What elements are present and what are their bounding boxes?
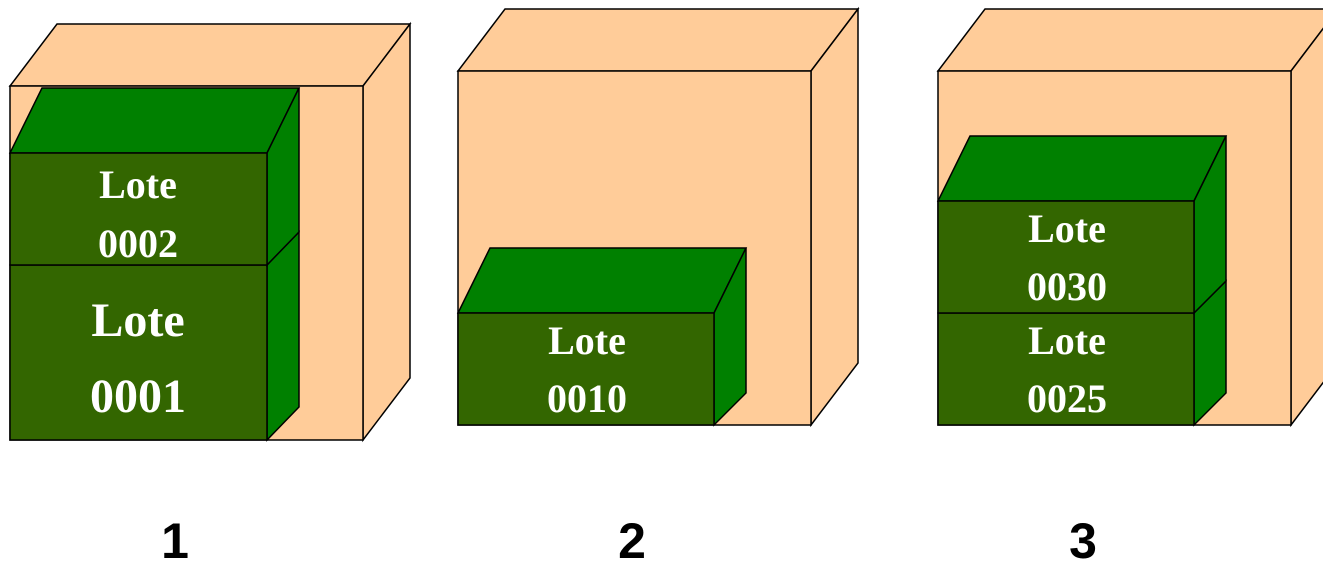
container-1-label: 1 [161, 513, 189, 562]
lot-0002-label-line2: 0002 [98, 221, 178, 266]
lot-0001-label-line2: 0001 [90, 370, 186, 423]
container-3-top-face [936, 8, 1323, 72]
lot-0001-front-face [9, 264, 268, 441]
lot-0010-top-face [456, 247, 748, 314]
lot-0002-top-face [8, 87, 301, 154]
lot-box-0025: Lote 0025 [937, 279, 1227, 427]
container-3-label: 3 [1069, 513, 1097, 562]
container-3: Lote 0025 Lote 0030 3 [936, 8, 1323, 567]
lot-0030-top-face [936, 135, 1228, 202]
lot-0030-label-line2: 0030 [1027, 264, 1107, 309]
lot-0025-label-line1: Lote [1028, 318, 1106, 363]
lot-0001-label-line1: Lote [91, 294, 184, 347]
lot-0002-label-line1: Lote [99, 162, 177, 207]
lot-0025-front-face [937, 312, 1195, 426]
lot-0010-front-face [457, 312, 715, 426]
lot-0010-label-line2: 0010 [547, 376, 627, 421]
container-2-top-face [456, 8, 860, 72]
lot-0030-label-line1: Lote [1028, 206, 1106, 251]
container-2-side-face [810, 6, 859, 428]
container-1: Lote 0001 Lote 0002 1 [8, 21, 412, 567]
lot-0010-label-line1: Lote [548, 318, 626, 363]
lot-0030-front-face [937, 200, 1195, 314]
lot-0002-front-face [9, 152, 268, 266]
lot-0001-side-face [266, 230, 300, 442]
container-2: Lote 0010 2 [456, 6, 860, 567]
container-1-top-face [8, 23, 412, 87]
lot-box-0002: Lote 0002 [8, 87, 301, 267]
container-3-side-face [1290, 27, 1323, 428]
lot-box-0030: Lote 0030 [936, 135, 1228, 315]
lot-box-0001: Lote 0001 [9, 230, 300, 442]
container-2-label: 2 [618, 513, 646, 562]
container-1-side-face [362, 21, 411, 443]
lot-box-0010: Lote 0010 [456, 247, 748, 427]
lot-0025-label-line2: 0025 [1027, 376, 1107, 421]
